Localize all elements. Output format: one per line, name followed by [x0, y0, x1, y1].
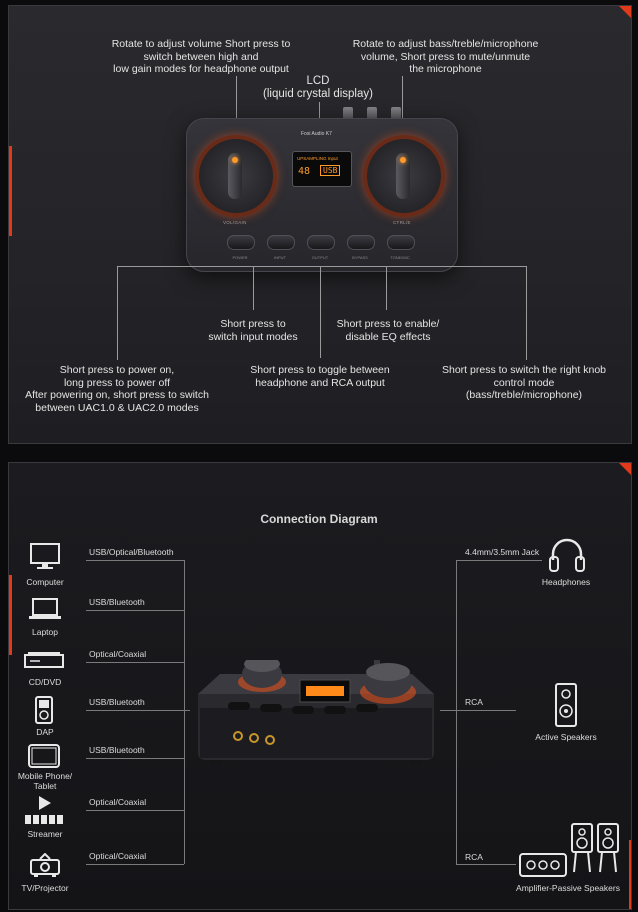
- tablet-icon: [28, 744, 60, 768]
- source-label: Mobile Phone/Tablet: [17, 771, 73, 791]
- output-label: Active Speakers: [535, 732, 597, 742]
- tone-mode-annotation: Short press to switch the right knob con…: [442, 364, 606, 401]
- right-knob-annotation: Rotate to adjust bass/treble/microphone …: [352, 38, 539, 75]
- dap-icon: [35, 696, 53, 724]
- source-label: CD/DVD: [28, 677, 62, 687]
- cd-player-icon: [24, 652, 64, 670]
- connector: [391, 107, 401, 119]
- leader-line: [117, 266, 527, 267]
- connector-bus: [456, 560, 457, 864]
- lcd-source: USB: [320, 165, 341, 176]
- monitor-icon: [30, 543, 60, 571]
- connection-label: Optical/Coaxial: [89, 649, 147, 659]
- connection-label: RCA: [465, 697, 483, 707]
- corner-accent: [618, 6, 631, 19]
- power-button: [227, 235, 255, 250]
- connection-label: USB/Optical/Bluetooth: [89, 547, 174, 557]
- connection-label: RCA: [465, 852, 483, 862]
- tone-knob: [367, 139, 441, 213]
- connector-line: [456, 560, 542, 561]
- headphones-icon: [548, 536, 586, 574]
- connector-line: [86, 864, 184, 865]
- leader-line: [402, 76, 403, 156]
- source-label: Computer: [26, 577, 64, 587]
- volume-knob-annotation: Rotate to adjust volume Short press to s…: [111, 38, 291, 75]
- connection-label: Optical/Coaxial: [89, 797, 147, 807]
- connection-label: USB/Bluetooth: [89, 597, 145, 607]
- dac-device-image: [190, 613, 440, 765]
- lcd-volume: 48: [298, 166, 311, 177]
- connection-label: 4.4mm/3.5mm Jack: [465, 547, 540, 557]
- connector-line: [456, 864, 516, 865]
- connector-line: [86, 662, 184, 663]
- tone-knob-label: CTRL/E: [393, 220, 411, 225]
- connector: [367, 107, 377, 119]
- lcd-screen: UPSAMPLING Input 48 USB: [292, 151, 352, 187]
- leader-line: [253, 266, 254, 310]
- streamer-icon: [24, 795, 64, 825]
- source-label: Streamer: [27, 829, 63, 839]
- power-annotation: Short press to power on, long press to p…: [25, 364, 209, 414]
- output-button: [307, 235, 335, 250]
- leader-line: [117, 266, 118, 360]
- dac-device-image: Fosi Audio K7 VOL/GAIN CTRL/E UPSAMPLING…: [186, 107, 458, 272]
- connection-label: Optical/Coaxial: [89, 851, 147, 861]
- input-annotation: Short press to switch input modes: [208, 318, 298, 343]
- output-annotation: Short press to toggle between headphone …: [250, 364, 390, 389]
- bypass-button: [347, 235, 375, 250]
- edge-accent: [9, 575, 12, 655]
- connector-line: [86, 560, 184, 561]
- source-label: Laptop: [32, 627, 58, 637]
- input-button: [267, 235, 295, 250]
- edge-accent: [9, 146, 12, 236]
- connector-line: [440, 710, 516, 711]
- corner-accent: [618, 463, 631, 476]
- source-label: TV/Projector: [21, 883, 69, 893]
- connector-bus: [184, 560, 185, 864]
- leader-line: [386, 266, 387, 310]
- output-label: Headphones: [541, 577, 591, 587]
- connector-line: [86, 710, 190, 711]
- connector-line: [86, 610, 184, 611]
- leader-line: [320, 266, 321, 358]
- source-label: DAP: [36, 727, 54, 737]
- leader-line: [236, 76, 237, 156]
- connection-label: USB/Bluetooth: [89, 697, 145, 707]
- brand-logo: Fosi Audio K7: [301, 131, 332, 137]
- leader-line: [526, 266, 527, 360]
- volume-knob: [199, 139, 273, 213]
- connector-line: [86, 758, 184, 759]
- active-speaker-icon: [555, 683, 577, 727]
- lcd-annotation: LCD (liquid crystal display): [263, 75, 373, 100]
- projector-icon: [30, 853, 60, 879]
- connector-line: [86, 810, 184, 811]
- connection-label: USB/Bluetooth: [89, 745, 145, 755]
- output-label: Amplifier-Passive Speakers: [516, 883, 620, 893]
- amplifier-speakers-icon: [518, 820, 622, 880]
- tone-mic-button: [387, 235, 415, 250]
- bypass-annotation: Short press to enable/ disable EQ effect…: [336, 318, 440, 343]
- connection-diagram-title: Connection Diagram: [260, 512, 378, 526]
- laptop-icon: [28, 598, 62, 622]
- connector: [343, 107, 353, 119]
- edge-accent: [629, 840, 631, 909]
- volume-knob-label: VOL/GAIN: [223, 220, 247, 225]
